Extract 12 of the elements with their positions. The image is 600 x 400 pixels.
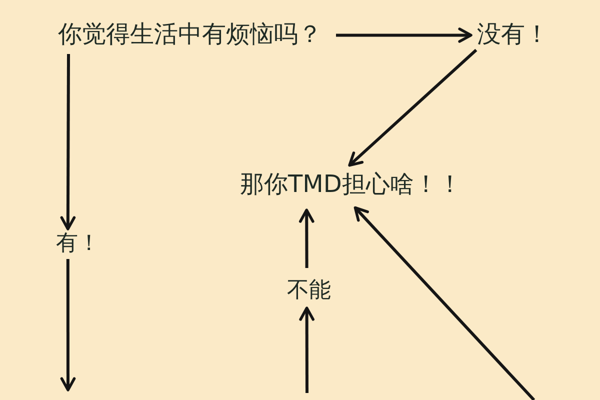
arrow [354,206,536,400]
arrow [60,259,76,392]
answer-text: 有！ [56,233,100,255]
conclusion-text: 那你TMD担心啥！！ [240,172,462,196]
answer-text: 没有！ [477,22,549,46]
arrow [60,54,76,230]
arrow [348,48,478,167]
question-text: 你觉得生活中有烦恼吗？ [58,22,322,46]
arrow [298,208,314,268]
arrow [299,306,314,393]
answer-text: 不能 [287,280,331,302]
arrow [336,28,472,43]
